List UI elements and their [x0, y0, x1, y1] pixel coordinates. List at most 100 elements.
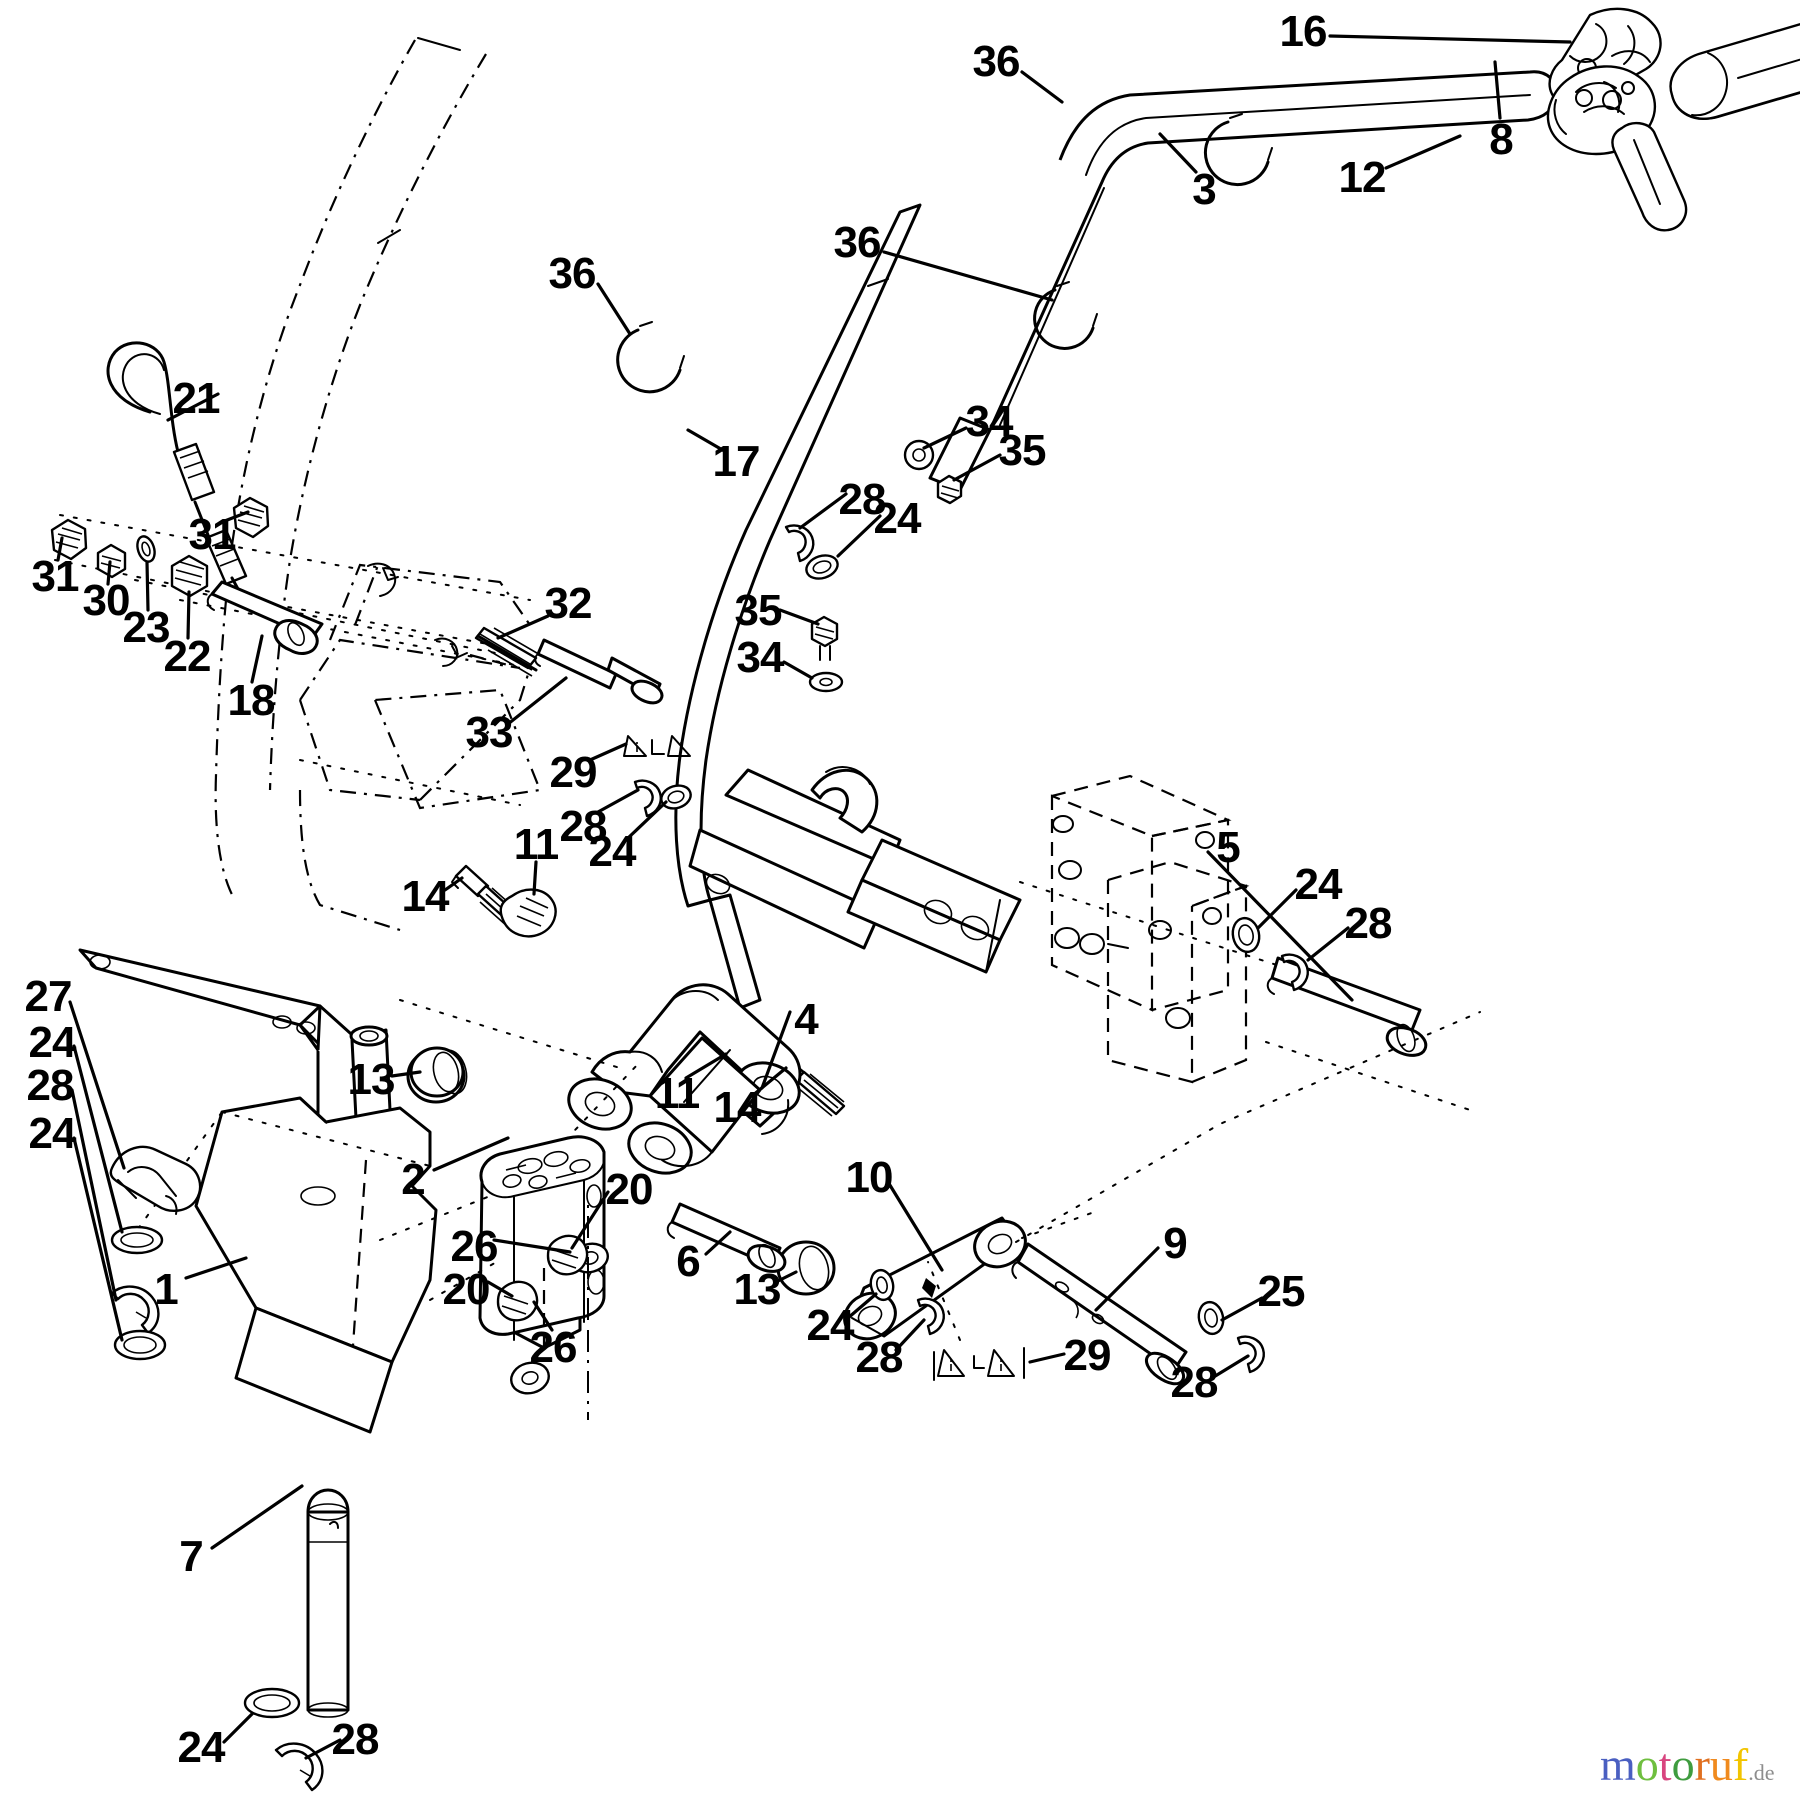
watermark-tld: .de — [1748, 1760, 1775, 1785]
watermark-letter: t — [1658, 1739, 1672, 1790]
part-29-warning-decal-upper — [623, 735, 691, 757]
callout-10: 10 — [845, 1153, 894, 1202]
callout-14: 14 — [713, 1083, 762, 1132]
callout-8: 8 — [1489, 115, 1514, 164]
part-36-retaining-ring-c — [616, 321, 685, 394]
part-9-rod — [1011, 1242, 1188, 1386]
callout-2: 2 — [401, 1155, 426, 1204]
part-24-washer-c — [1231, 916, 1261, 954]
link-arm-center — [688, 766, 1022, 974]
callout-35: 35 — [734, 586, 783, 635]
part-27-spring-clip — [109, 1145, 202, 1215]
callout-13: 13 — [347, 1055, 396, 1104]
part-24-washer-a — [805, 554, 839, 580]
part-25-washer — [1197, 1300, 1225, 1336]
callout-29: 29 — [1063, 1331, 1112, 1380]
callout-22: 22 — [163, 632, 212, 681]
callout-6: 6 — [676, 1237, 701, 1286]
callout-28: 28 — [26, 1061, 75, 1110]
part-18-spacer-tube — [206, 580, 324, 655]
part-24-washer-e — [113, 1329, 167, 1361]
callout-24: 24 — [588, 827, 637, 876]
callout-34: 34 — [736, 633, 785, 682]
part-24-washer-f — [869, 1268, 895, 1302]
watermark-letter: f — [1732, 1739, 1749, 1790]
callout-27: 27 — [24, 972, 73, 1021]
part-31-nut-b — [232, 496, 270, 539]
part-24-washer-b — [660, 784, 692, 810]
phantom-deck-frame — [54, 514, 542, 932]
part-28-eclip-c — [1280, 953, 1309, 992]
part-28-eclip-d — [110, 1285, 160, 1335]
part-35-nut-right — [936, 474, 963, 505]
part-28-eclip-b — [633, 779, 662, 818]
phantom-mount-bracket — [1050, 774, 1250, 1084]
leader-lines — [56, 34, 1572, 1760]
callout-14: 14 — [401, 872, 450, 921]
callout-33: 33 — [465, 708, 514, 757]
callout-21: 21 — [172, 374, 221, 423]
callout-28: 28 — [838, 475, 887, 524]
part-28-eclip-f — [1236, 1335, 1265, 1374]
callout-31: 31 — [188, 510, 237, 559]
callout-24: 24 — [28, 1109, 77, 1158]
part-36-retaining-ring-a — [1203, 113, 1273, 187]
callout-26: 26 — [450, 1222, 499, 1271]
callout-3: 3 — [1192, 165, 1217, 214]
part-11-nut-a — [499, 888, 557, 938]
part-4-yoke-bracket — [399, 983, 802, 1175]
callout-28: 28 — [1344, 899, 1393, 948]
part-33-rod — [534, 638, 664, 705]
callout-34: 34 — [965, 397, 1014, 446]
callout-32: 32 — [544, 579, 593, 628]
watermark-letter: u — [1709, 1739, 1733, 1790]
callout-35: 35 — [998, 426, 1047, 475]
callout-28: 28 — [559, 802, 608, 851]
callout-28: 28 — [331, 1715, 380, 1764]
motoruf-watermark: motoruf.de — [1600, 1742, 1774, 1788]
part-30-nut — [96, 543, 127, 579]
callout-24: 24 — [28, 1018, 77, 1067]
callout-11: 11 — [654, 1069, 701, 1118]
part-26-washer-a — [510, 1361, 550, 1395]
callout-29: 29 — [549, 748, 598, 797]
callout-20: 20 — [605, 1165, 654, 1214]
callout-36: 36 — [548, 249, 597, 298]
part-26-washer-b — [496, 1280, 539, 1322]
callout-1: 1 — [154, 1265, 179, 1314]
watermark-letter: o — [1635, 1739, 1659, 1790]
part-32-spring — [474, 626, 543, 677]
part-28-eclip-a — [784, 524, 815, 563]
callout-17: 17 — [712, 437, 761, 486]
callout-26: 26 — [529, 1323, 578, 1372]
callout-24: 24 — [873, 494, 922, 543]
callout-13: 13 — [733, 1265, 782, 1314]
part-1-blade-housing — [78, 948, 438, 1434]
part-13-bushing-b — [776, 1240, 836, 1296]
callout-20: 20 — [442, 1265, 491, 1314]
callout-31: 31 — [31, 552, 80, 601]
watermark-letter: m — [1600, 1739, 1636, 1790]
callout-28: 28 — [1170, 1358, 1219, 1407]
part-24-washer-g — [243, 1687, 301, 1719]
callout-16: 16 — [1279, 7, 1328, 56]
callout-30: 30 — [82, 576, 131, 625]
part-24-washer-d — [110, 1225, 164, 1255]
part-20-washer-b — [546, 1234, 589, 1276]
part-28-eclip-g — [274, 1742, 324, 1792]
callout-36: 36 — [833, 218, 882, 267]
part-10-link-bar — [843, 1011, 1481, 1341]
part-28-eclip-e — [916, 1297, 945, 1336]
callout-18: 18 — [227, 676, 276, 725]
part-7-vertical-pin — [306, 1488, 350, 1718]
phantom-left-handle — [214, 37, 487, 791]
callout-23: 23 — [122, 603, 171, 652]
callout-24: 24 — [1294, 860, 1343, 909]
part-23-washer — [136, 535, 156, 563]
callout-24: 24 — [806, 1301, 855, 1350]
part-12-throttle-lever — [1546, 65, 1688, 232]
callout-28: 28 — [855, 1333, 904, 1382]
callout-9: 9 — [1163, 1219, 1188, 1268]
